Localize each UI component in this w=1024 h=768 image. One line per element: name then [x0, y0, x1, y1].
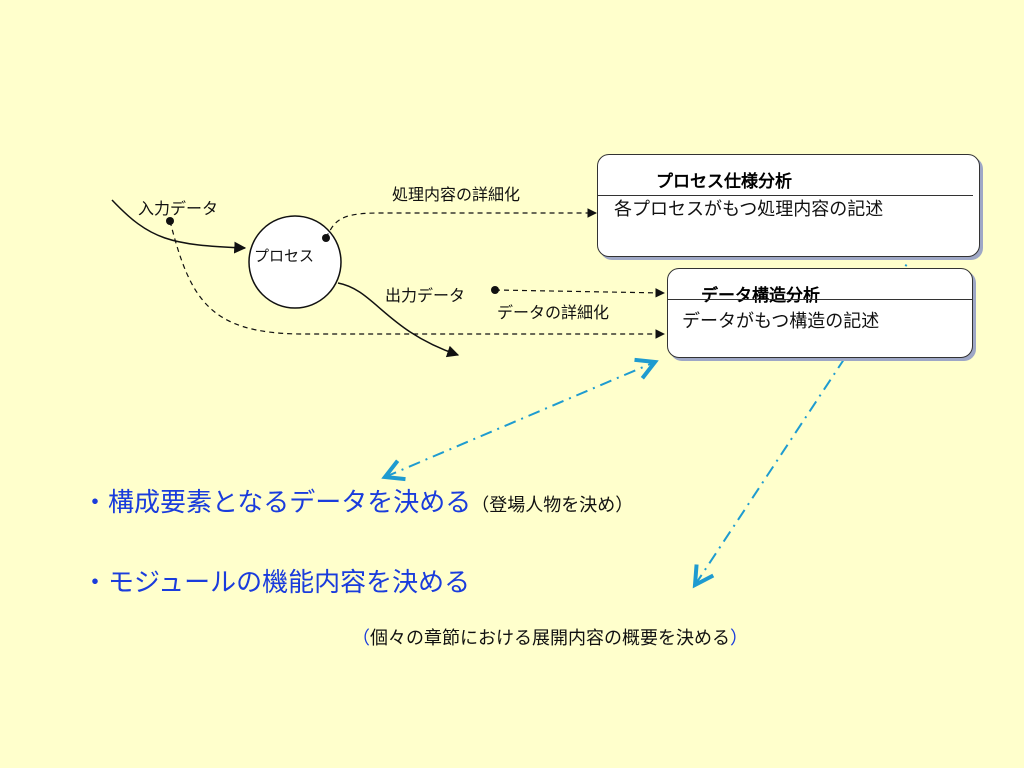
bullet-data-decision-sub: 登場人物を決め [489, 495, 616, 516]
module-note-paren-close: ） [730, 628, 748, 649]
bullet-module-decision: ・モジュールの機能内容を決める [82, 562, 470, 599]
process-spec-divider [598, 195, 973, 196]
data-struct-divider [668, 299, 972, 300]
detail-process-label: 処理内容の詳細化 [392, 185, 521, 204]
output-to-data-dashed [494, 288, 665, 298]
bullet-data-paren-open: （ [471, 495, 490, 516]
bullet-module-decision-text: ・モジュールの機能内容を決める [82, 568, 471, 598]
module-bullet-link-arrow [695, 232, 928, 585]
input-data-label: 入力データ [138, 199, 219, 218]
input-flow-line [111, 199, 247, 254]
process-to-spec-dashed [325, 208, 597, 239]
data-bullet-link-arrow [385, 362, 655, 477]
process-label: プロセス [254, 247, 315, 265]
output-flow-line [337, 282, 460, 358]
detail-data-label: データの詳細化 [497, 303, 610, 322]
bullet-data-decision-text: ・構成要素となるデータを決める [82, 488, 472, 518]
process-spec-title: プロセス仕様分析 [656, 172, 792, 192]
module-note-paren-open: （ [352, 628, 370, 649]
module-note-text: 個々の章節における展開内容の概要を決める [370, 628, 730, 649]
data-struct-box: データ構造分析 データがもつ構造の記述 [667, 268, 973, 358]
process-spec-desc: 各プロセスがもつ処理内容の記述 [614, 199, 884, 220]
module-decision-note: （個々の章節における展開内容の概要を決める） [352, 624, 748, 650]
process-spec-box: プロセス仕様分析 各プロセスがもつ処理内容の記述 [597, 154, 980, 257]
bullet-data-paren-close: ） [615, 495, 634, 516]
data-struct-title: データ構造分析 [701, 286, 820, 306]
output-data-label: 出力データ [385, 286, 466, 305]
input-to-data-dashed [169, 220, 665, 339]
process-node [248, 215, 342, 309]
data-struct-desc: データがもつ構造の記述 [682, 311, 880, 332]
bullet-data-decision: ・構成要素となるデータを決める（登場人物を決め） [82, 482, 633, 519]
